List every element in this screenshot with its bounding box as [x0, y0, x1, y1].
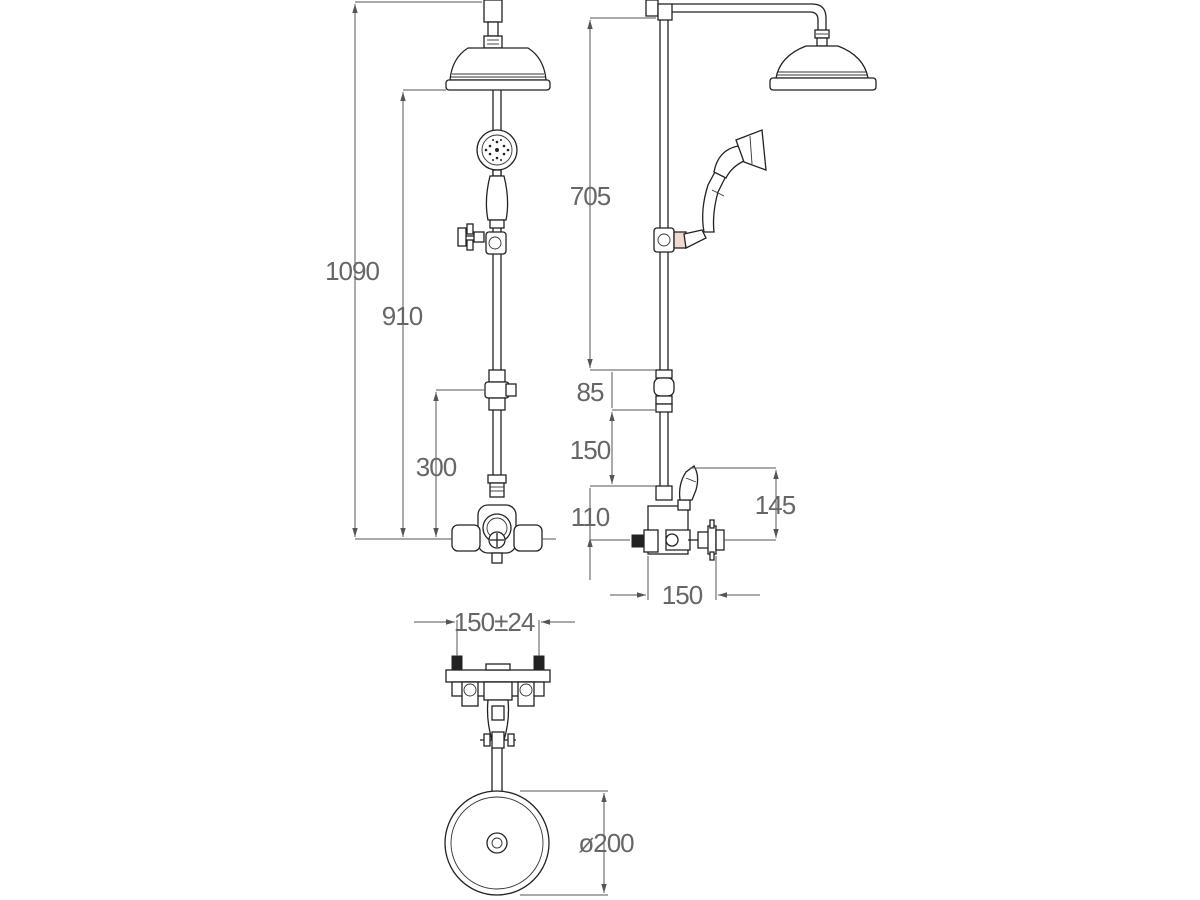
front-valve-top: [487, 474, 507, 498]
front-total-height-label: 1090: [325, 256, 379, 286]
side-handle-height-label: 145: [755, 490, 796, 520]
side-dimensions: 705 85 150 110 145 150: [570, 17, 797, 610]
side-shower-head: [769, 45, 877, 91]
side-valve-height-label: 110: [571, 502, 610, 532]
side-slider-gap-label: 85: [577, 377, 604, 407]
side-riser-pipe: [659, 20, 669, 486]
side-projection-label: 150: [662, 580, 703, 610]
front-slider-bracket: [484, 369, 517, 411]
side-thermostatic-valve: [631, 465, 725, 561]
front-hand-shower: [476, 129, 518, 229]
front-view: [445, 0, 551, 564]
side-rail-length-label: 705: [570, 181, 611, 211]
side-hand-shower: [653, 129, 767, 253]
top-head-diameter-label: ø200: [578, 828, 634, 858]
front-overhead-arm: [483, 0, 503, 49]
side-overhead-arm: [645, 0, 830, 47]
top-valve-body: [445, 663, 551, 741]
front-dimensions: 1090 910 300: [325, 1, 556, 540]
top-view: [444, 620, 551, 896]
top-dimensions: 150±24 ø200: [414, 607, 635, 896]
front-shower-head: [445, 47, 551, 91]
front-slider-height-label: 300: [416, 452, 457, 482]
front-diverter-handle: [457, 223, 507, 255]
front-head-height-label: 910: [382, 301, 423, 331]
top-diverter-handle: [480, 731, 516, 749]
top-shower-head: [444, 790, 550, 896]
side-view: [631, 0, 877, 561]
side-lower-gap-label: 150: [570, 435, 611, 465]
front-thermostatic-valve: [451, 504, 543, 564]
side-slider-bracket: [653, 369, 675, 413]
top-centres-label: 150±24: [454, 607, 535, 637]
